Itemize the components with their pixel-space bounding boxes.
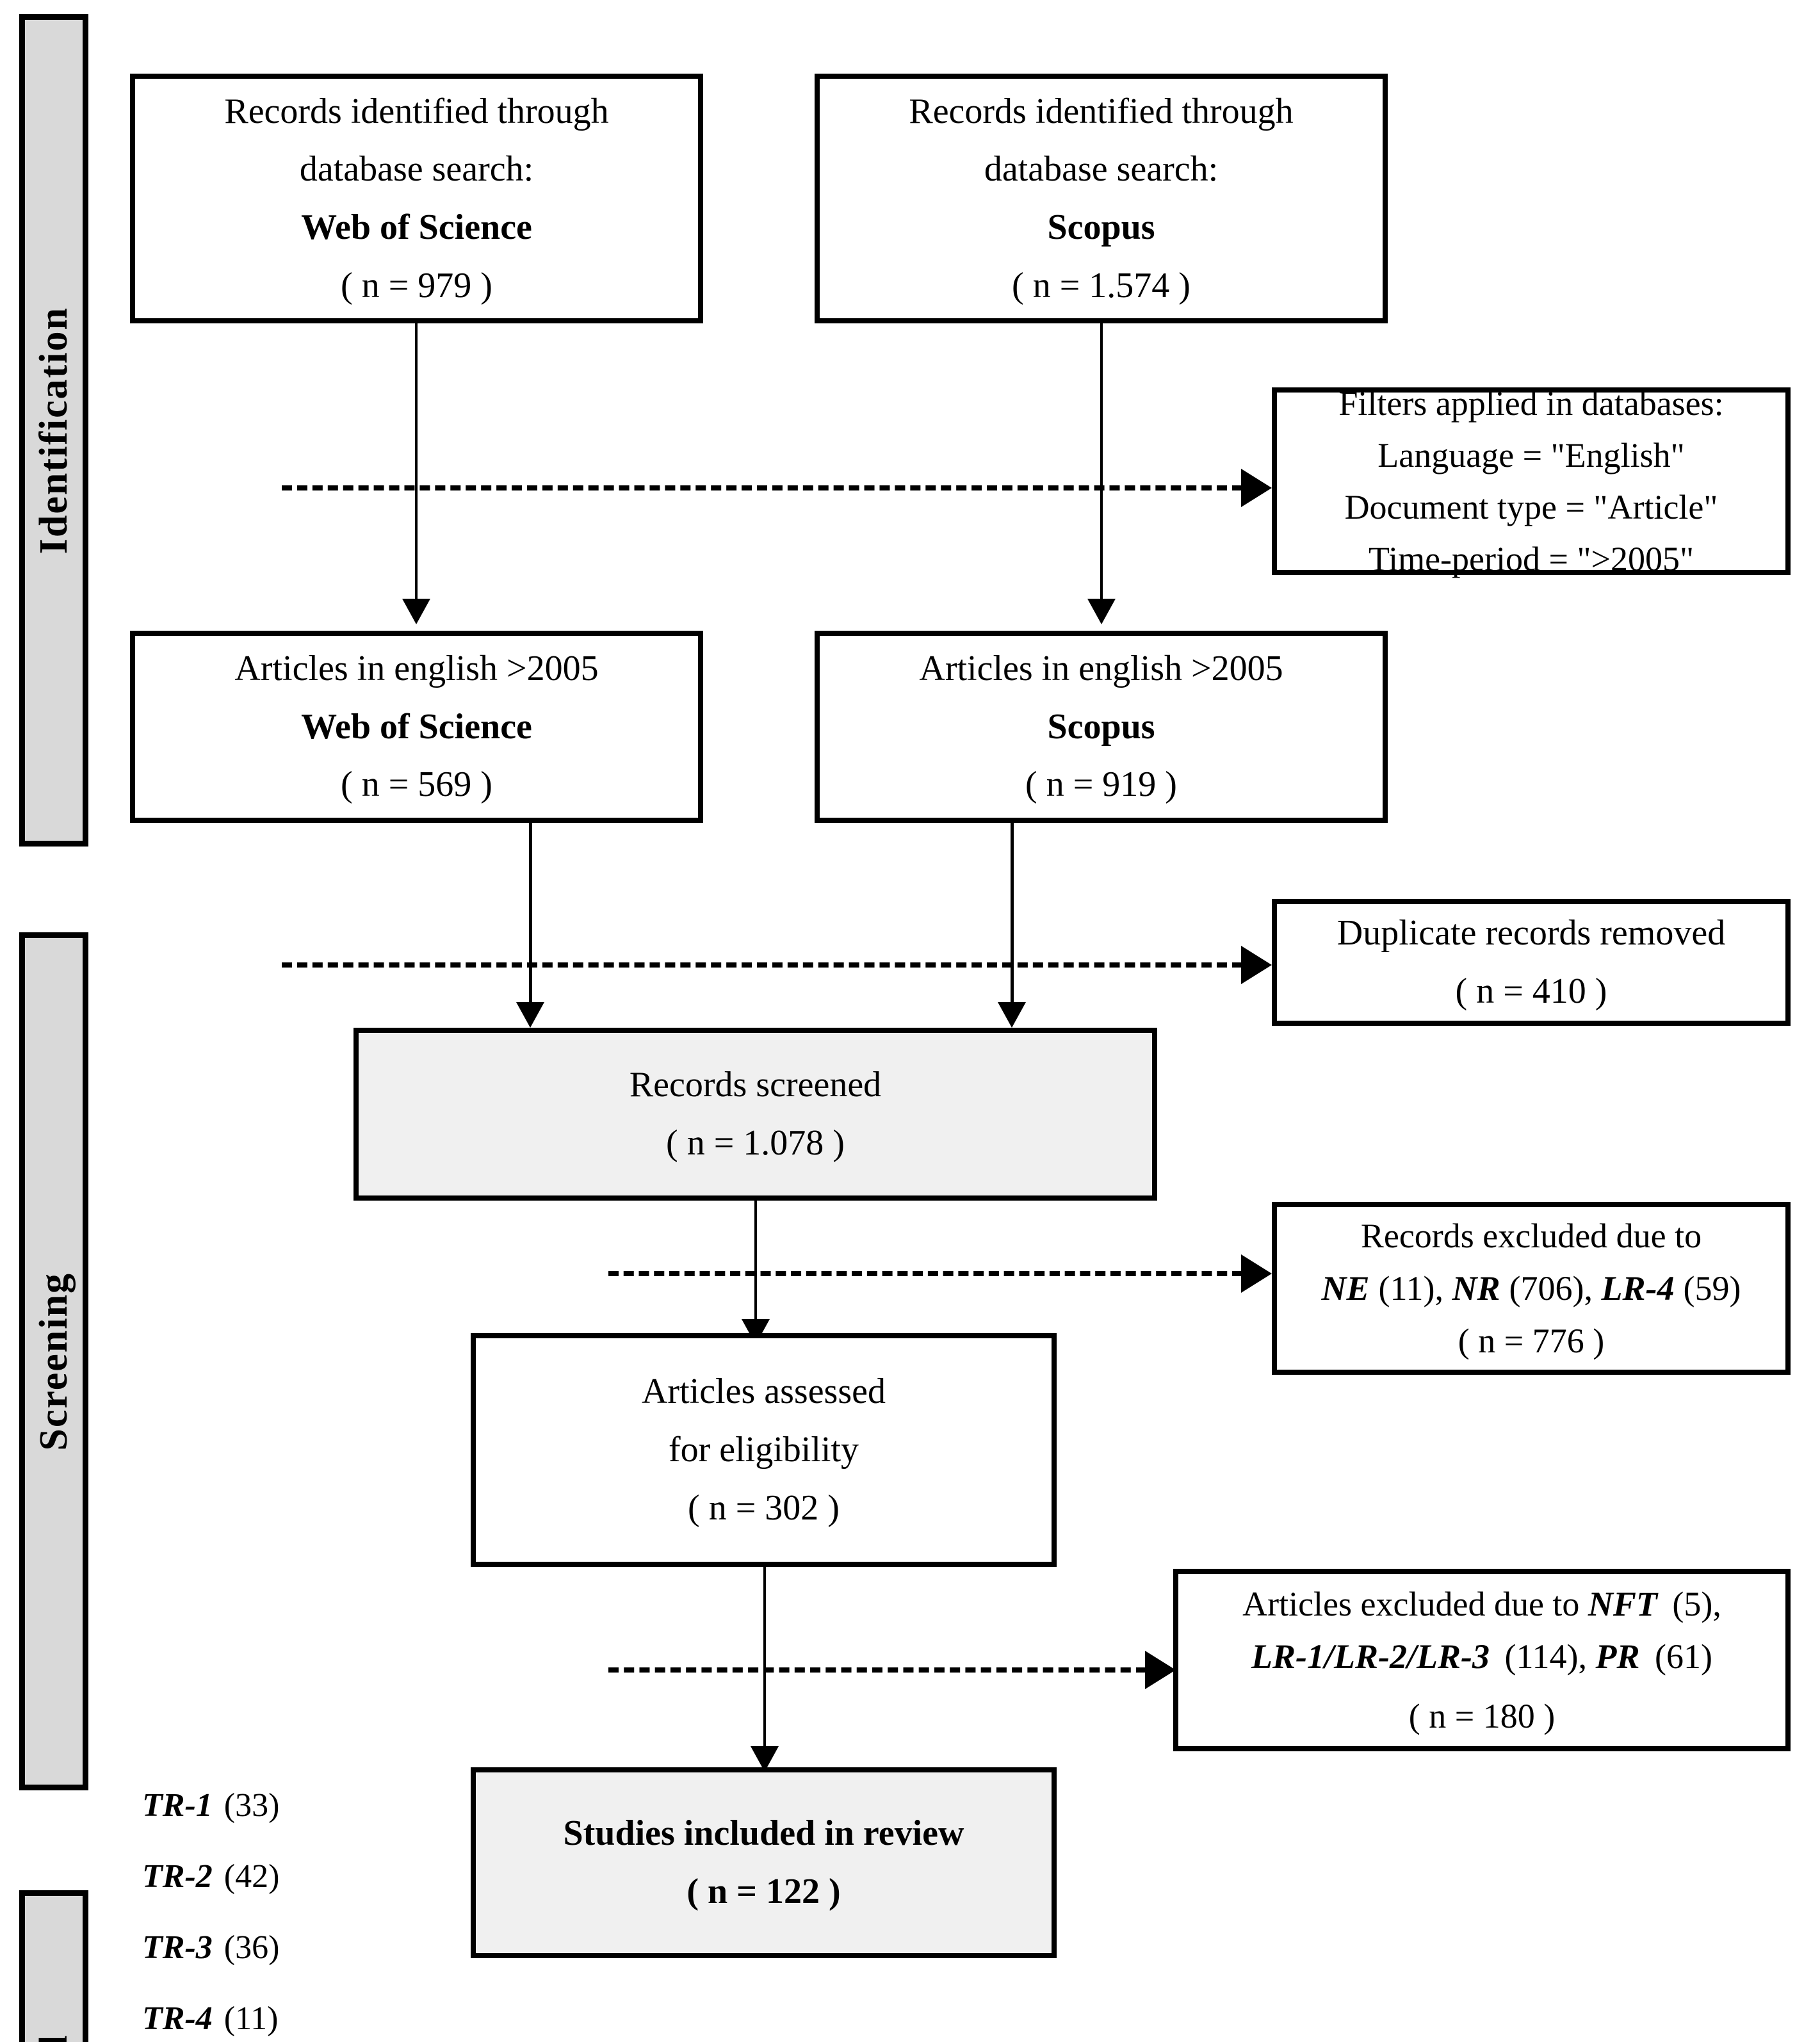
filters-language: Language = "English" bbox=[1377, 435, 1685, 474]
phase-label-identification: Identification bbox=[31, 306, 76, 555]
node-records-identified-wos: Records identified through database sear… bbox=[130, 74, 703, 323]
scopus-identified-line-1: Records identified through bbox=[909, 91, 1294, 131]
records-screened-count: ( n = 1.078 ) bbox=[666, 1123, 845, 1163]
wos-identified-source: Web of Science bbox=[301, 207, 532, 247]
filters-time-period: Time-period = ">2005" bbox=[1369, 539, 1694, 578]
wos-identified-count: ( n = 979 ) bbox=[341, 265, 492, 305]
wos-identified-line-1: Records identified through bbox=[224, 91, 609, 131]
scopus-identified-count: ( n = 1.574 ) bbox=[1012, 265, 1190, 305]
phase-label-screening: Screening bbox=[31, 1272, 76, 1451]
connector-screened-to-assessed bbox=[754, 1201, 757, 1325]
records-excluded-code-nr: NR bbox=[1452, 1268, 1500, 1308]
phase-label-included: Included bbox=[31, 2034, 77, 2042]
filters-line-1: Filters applied in databases: bbox=[1338, 384, 1724, 423]
records-excluded-code-ne: NE bbox=[1321, 1268, 1370, 1308]
records-excluded-total: ( n = 776 ) bbox=[1458, 1322, 1605, 1361]
phase-bar-screening: Screening bbox=[19, 932, 88, 1790]
scopus-identified-source: Scopus bbox=[1047, 207, 1155, 247]
dashed-connector-to-records-excluded bbox=[608, 1271, 1242, 1276]
articles-excluded-line-2: LR-1/LR-2/LR-3 (114), PR (61) bbox=[1251, 1630, 1712, 1683]
scopus-filtered-source: Scopus bbox=[1047, 706, 1155, 747]
node-records-identified-scopus: Records identified through database sear… bbox=[815, 74, 1388, 323]
articles-excluded-count-nft: (5), bbox=[1663, 1585, 1721, 1623]
tr-legend: TR-1 (33) TR-2 (42) TR-3 (36) TR-4 (11) bbox=[142, 1787, 279, 2042]
arrowhead-duplicates bbox=[1241, 946, 1272, 984]
node-filters-applied: Filters applied in databases: Language =… bbox=[1272, 384, 1791, 578]
tr-code-3: TR-3 bbox=[142, 1929, 213, 1966]
articles-assessed-line-2: for eligibility bbox=[668, 1430, 859, 1470]
arrowhead-scopus-filtered bbox=[1087, 599, 1116, 624]
arrowhead-screened-left bbox=[516, 1002, 544, 1028]
tr-count-2: (42) bbox=[223, 1858, 280, 1895]
phase-bar-included: Included bbox=[19, 1890, 88, 2042]
dashed-connector-to-filters bbox=[282, 485, 1242, 490]
tr-legend-item: TR-3 (36) bbox=[142, 1929, 279, 1966]
tr-code-1: TR-1 bbox=[142, 1787, 213, 1824]
scopus-filtered-line-1: Articles in english >2005 bbox=[919, 648, 1283, 688]
scopus-filtered-count: ( n = 919 ) bbox=[1025, 765, 1177, 805]
records-excluded-label: Records excluded due to bbox=[1360, 1216, 1702, 1255]
arrowhead-wos-filtered bbox=[402, 599, 430, 624]
wos-filtered-line-1: Articles in english >2005 bbox=[234, 648, 599, 688]
tr-legend-item: TR-2 (42) bbox=[142, 1858, 279, 1895]
articles-excluded-total: ( n = 180 ) bbox=[1408, 1696, 1556, 1735]
articles-assessed-count: ( n = 302 ) bbox=[688, 1487, 840, 1528]
node-articles-filtered-wos: Articles in english >2005 Web of Science… bbox=[130, 631, 703, 823]
node-articles-excluded: Articles excluded due to NFT (5), LR-1/L… bbox=[1173, 1569, 1791, 1751]
filters-document-type: Document type = "Article" bbox=[1344, 487, 1718, 526]
tr-legend-item: TR-4 (11) bbox=[142, 2000, 279, 2038]
tr-count-1: (33) bbox=[223, 1787, 280, 1824]
studies-included-label: Studies included in review bbox=[563, 1813, 964, 1854]
arrowhead-articles-excluded bbox=[1145, 1651, 1176, 1689]
node-records-excluded: Records excluded due to NE(11), NR(706),… bbox=[1272, 1202, 1791, 1375]
records-excluded-code-lr4: LR-4 bbox=[1601, 1268, 1675, 1308]
dashed-connector-to-duplicates bbox=[282, 962, 1242, 968]
phase-bar-identification: Identification bbox=[19, 14, 88, 847]
records-excluded-count-ne: (11) bbox=[1378, 1268, 1435, 1308]
tr-count-3: (36) bbox=[223, 1929, 280, 1966]
wos-identified-line-2: database search: bbox=[299, 149, 534, 190]
node-studies-included: Studies included in review ( n = 122 ) bbox=[471, 1767, 1057, 1958]
records-excluded-reasons: NE(11), NR(706), LR-4(59) bbox=[1321, 1268, 1741, 1308]
arrowhead-screened-right bbox=[998, 1002, 1026, 1028]
tr-code-4: TR-4 bbox=[142, 2000, 213, 2037]
connector-scopus-identified-to-filtered bbox=[1100, 323, 1103, 599]
node-records-screened: Records screened ( n = 1.078 ) bbox=[353, 1028, 1157, 1201]
node-articles-filtered-scopus: Articles in english >2005 Scopus ( n = 9… bbox=[815, 631, 1388, 823]
connector-wos-filtered-to-screened bbox=[529, 823, 532, 1009]
duplicates-count: ( n = 410 ) bbox=[1455, 971, 1607, 1011]
connector-wos-identified-to-filtered bbox=[415, 323, 418, 599]
articles-excluded-prefix: Articles excluded due to bbox=[1242, 1585, 1588, 1623]
articles-excluded-line-1: Articles excluded due to NFT (5), bbox=[1242, 1578, 1721, 1630]
records-screened-label: Records screened bbox=[629, 1065, 882, 1105]
arrowhead-records-excluded bbox=[1241, 1254, 1272, 1293]
records-excluded-count-nr: (706) bbox=[1509, 1268, 1584, 1308]
dashed-connector-to-articles-excluded bbox=[608, 1667, 1146, 1673]
arrowhead-filters bbox=[1241, 469, 1272, 507]
articles-excluded-count-lr123: (114), bbox=[1496, 1637, 1596, 1676]
articles-excluded-count-pr: (61) bbox=[1646, 1637, 1712, 1676]
connector-scopus-filtered-to-screened bbox=[1011, 823, 1014, 1009]
node-duplicate-records-removed: Duplicate records removed ( n = 410 ) bbox=[1272, 899, 1791, 1026]
duplicates-label: Duplicate records removed bbox=[1337, 913, 1726, 953]
wos-filtered-source: Web of Science bbox=[301, 706, 532, 747]
studies-included-count: ( n = 122 ) bbox=[687, 1872, 841, 1911]
node-articles-assessed: Articles assessed for eligibility ( n = … bbox=[471, 1333, 1057, 1567]
records-excluded-count-lr4: (59) bbox=[1683, 1268, 1741, 1308]
articles-excluded-code-lr123: LR-1/LR-2/LR-3 bbox=[1251, 1637, 1490, 1676]
connector-assessed-to-included bbox=[763, 1567, 766, 1753]
tr-count-4: (11) bbox=[223, 2000, 279, 2037]
articles-assessed-line-1: Articles assessed bbox=[641, 1372, 886, 1412]
wos-filtered-count: ( n = 569 ) bbox=[341, 765, 492, 805]
tr-code-2: TR-2 bbox=[142, 1858, 213, 1895]
articles-excluded-code-pr: PR bbox=[1595, 1637, 1640, 1676]
tr-legend-item: TR-1 (33) bbox=[142, 1787, 279, 1824]
articles-excluded-code-nft: NFT bbox=[1588, 1585, 1657, 1623]
scopus-identified-line-2: database search: bbox=[984, 149, 1219, 190]
